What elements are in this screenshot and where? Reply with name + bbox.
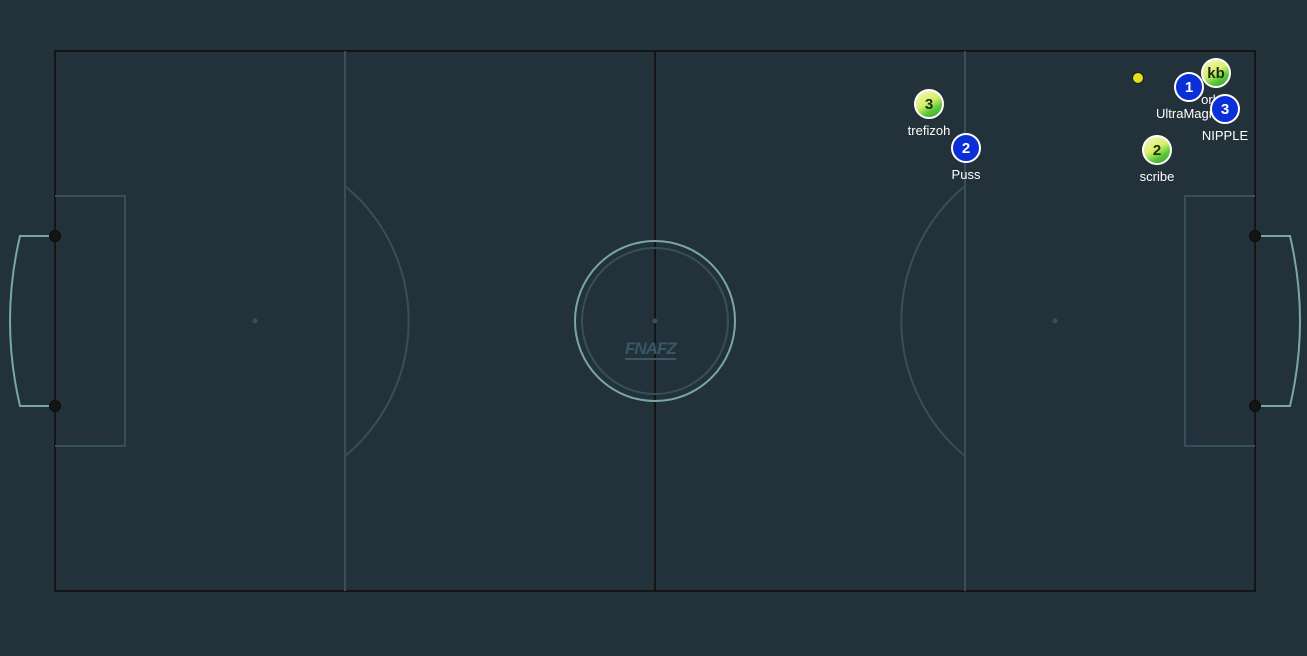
- player-nickname: trefizoh: [907, 123, 951, 138]
- left-arc: [344, 185, 410, 457]
- ball: [1132, 72, 1144, 84]
- center-spot: [652, 318, 658, 324]
- right-goal-post-bottom: [1249, 400, 1261, 412]
- left-penalty-spot: [252, 318, 258, 324]
- center-logo: FNAFZ: [625, 339, 677, 360]
- player-nickname: NIPPLE: [1201, 128, 1249, 143]
- right-penalty-box: [1184, 195, 1255, 447]
- left-goal-post-top: [49, 230, 61, 242]
- player-disc[interactable]: 3: [914, 89, 944, 119]
- player-disc[interactable]: 2: [951, 133, 981, 163]
- left-penalty-box: [55, 195, 126, 447]
- center-circle-inner: [581, 247, 729, 395]
- right-penalty-spot: [1052, 318, 1058, 324]
- player-number: 3: [1220, 100, 1230, 118]
- player-number: 2: [961, 139, 971, 157]
- player-disc[interactable]: 2: [1142, 135, 1172, 165]
- player-number: 3: [924, 95, 934, 113]
- right-goal-net: [1255, 235, 1301, 407]
- player-disc[interactable]: 3: [1210, 94, 1240, 124]
- player-nickname: scribe: [1139, 169, 1175, 184]
- right-goal-post-top: [1249, 230, 1261, 242]
- left-goal-post-bottom: [49, 400, 61, 412]
- player-disc[interactable]: kb: [1201, 58, 1231, 88]
- center-circle: [574, 240, 736, 402]
- player-number: kb: [1207, 64, 1225, 82]
- left-goal-net: [9, 235, 55, 407]
- player-number: 1: [1184, 78, 1194, 96]
- right-arc: [900, 185, 966, 457]
- player-number: 2: [1152, 141, 1162, 159]
- player-disc[interactable]: 1: [1174, 72, 1204, 102]
- player-nickname: UltraMagn: [1156, 106, 1216, 121]
- player-nickname: Puss: [951, 167, 981, 182]
